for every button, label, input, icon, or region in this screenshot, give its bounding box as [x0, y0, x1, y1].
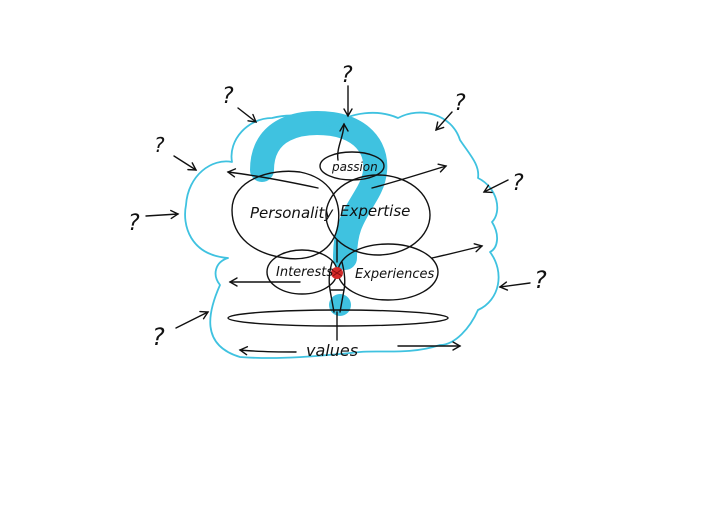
- question-mark-top-right: ?: [454, 91, 466, 116]
- question-mark-bottom-left: ?: [152, 323, 165, 351]
- arrow-left-icon: [146, 214, 178, 216]
- passion-label: passion: [331, 160, 378, 174]
- expertise-label: Expertise: [340, 202, 410, 220]
- arrow-bottom-left-icon: [176, 312, 208, 328]
- question-mark-top: ?: [341, 63, 353, 88]
- arrow-right-lower-icon: [500, 283, 530, 287]
- arrow-values-left-icon: [240, 350, 296, 352]
- arrow-out-right-icon: [432, 246, 482, 258]
- arrow-top-right-icon: [436, 112, 452, 130]
- question-mark-right-lower: ?: [534, 266, 547, 294]
- arrow-left-upper-icon: [174, 156, 196, 170]
- arrow-top-left-icon: [238, 108, 256, 122]
- values-label: values: [306, 341, 358, 360]
- question-mark-top-left: ?: [222, 84, 234, 109]
- question-mark-left: ?: [128, 211, 140, 236]
- interests-label: Interests: [276, 265, 333, 280]
- experiences-label: Experiences: [355, 267, 434, 282]
- question-mark-left-upper: ?: [154, 133, 165, 157]
- personality-label: Personality: [250, 204, 334, 222]
- question-mark-right-upper: ?: [512, 171, 524, 196]
